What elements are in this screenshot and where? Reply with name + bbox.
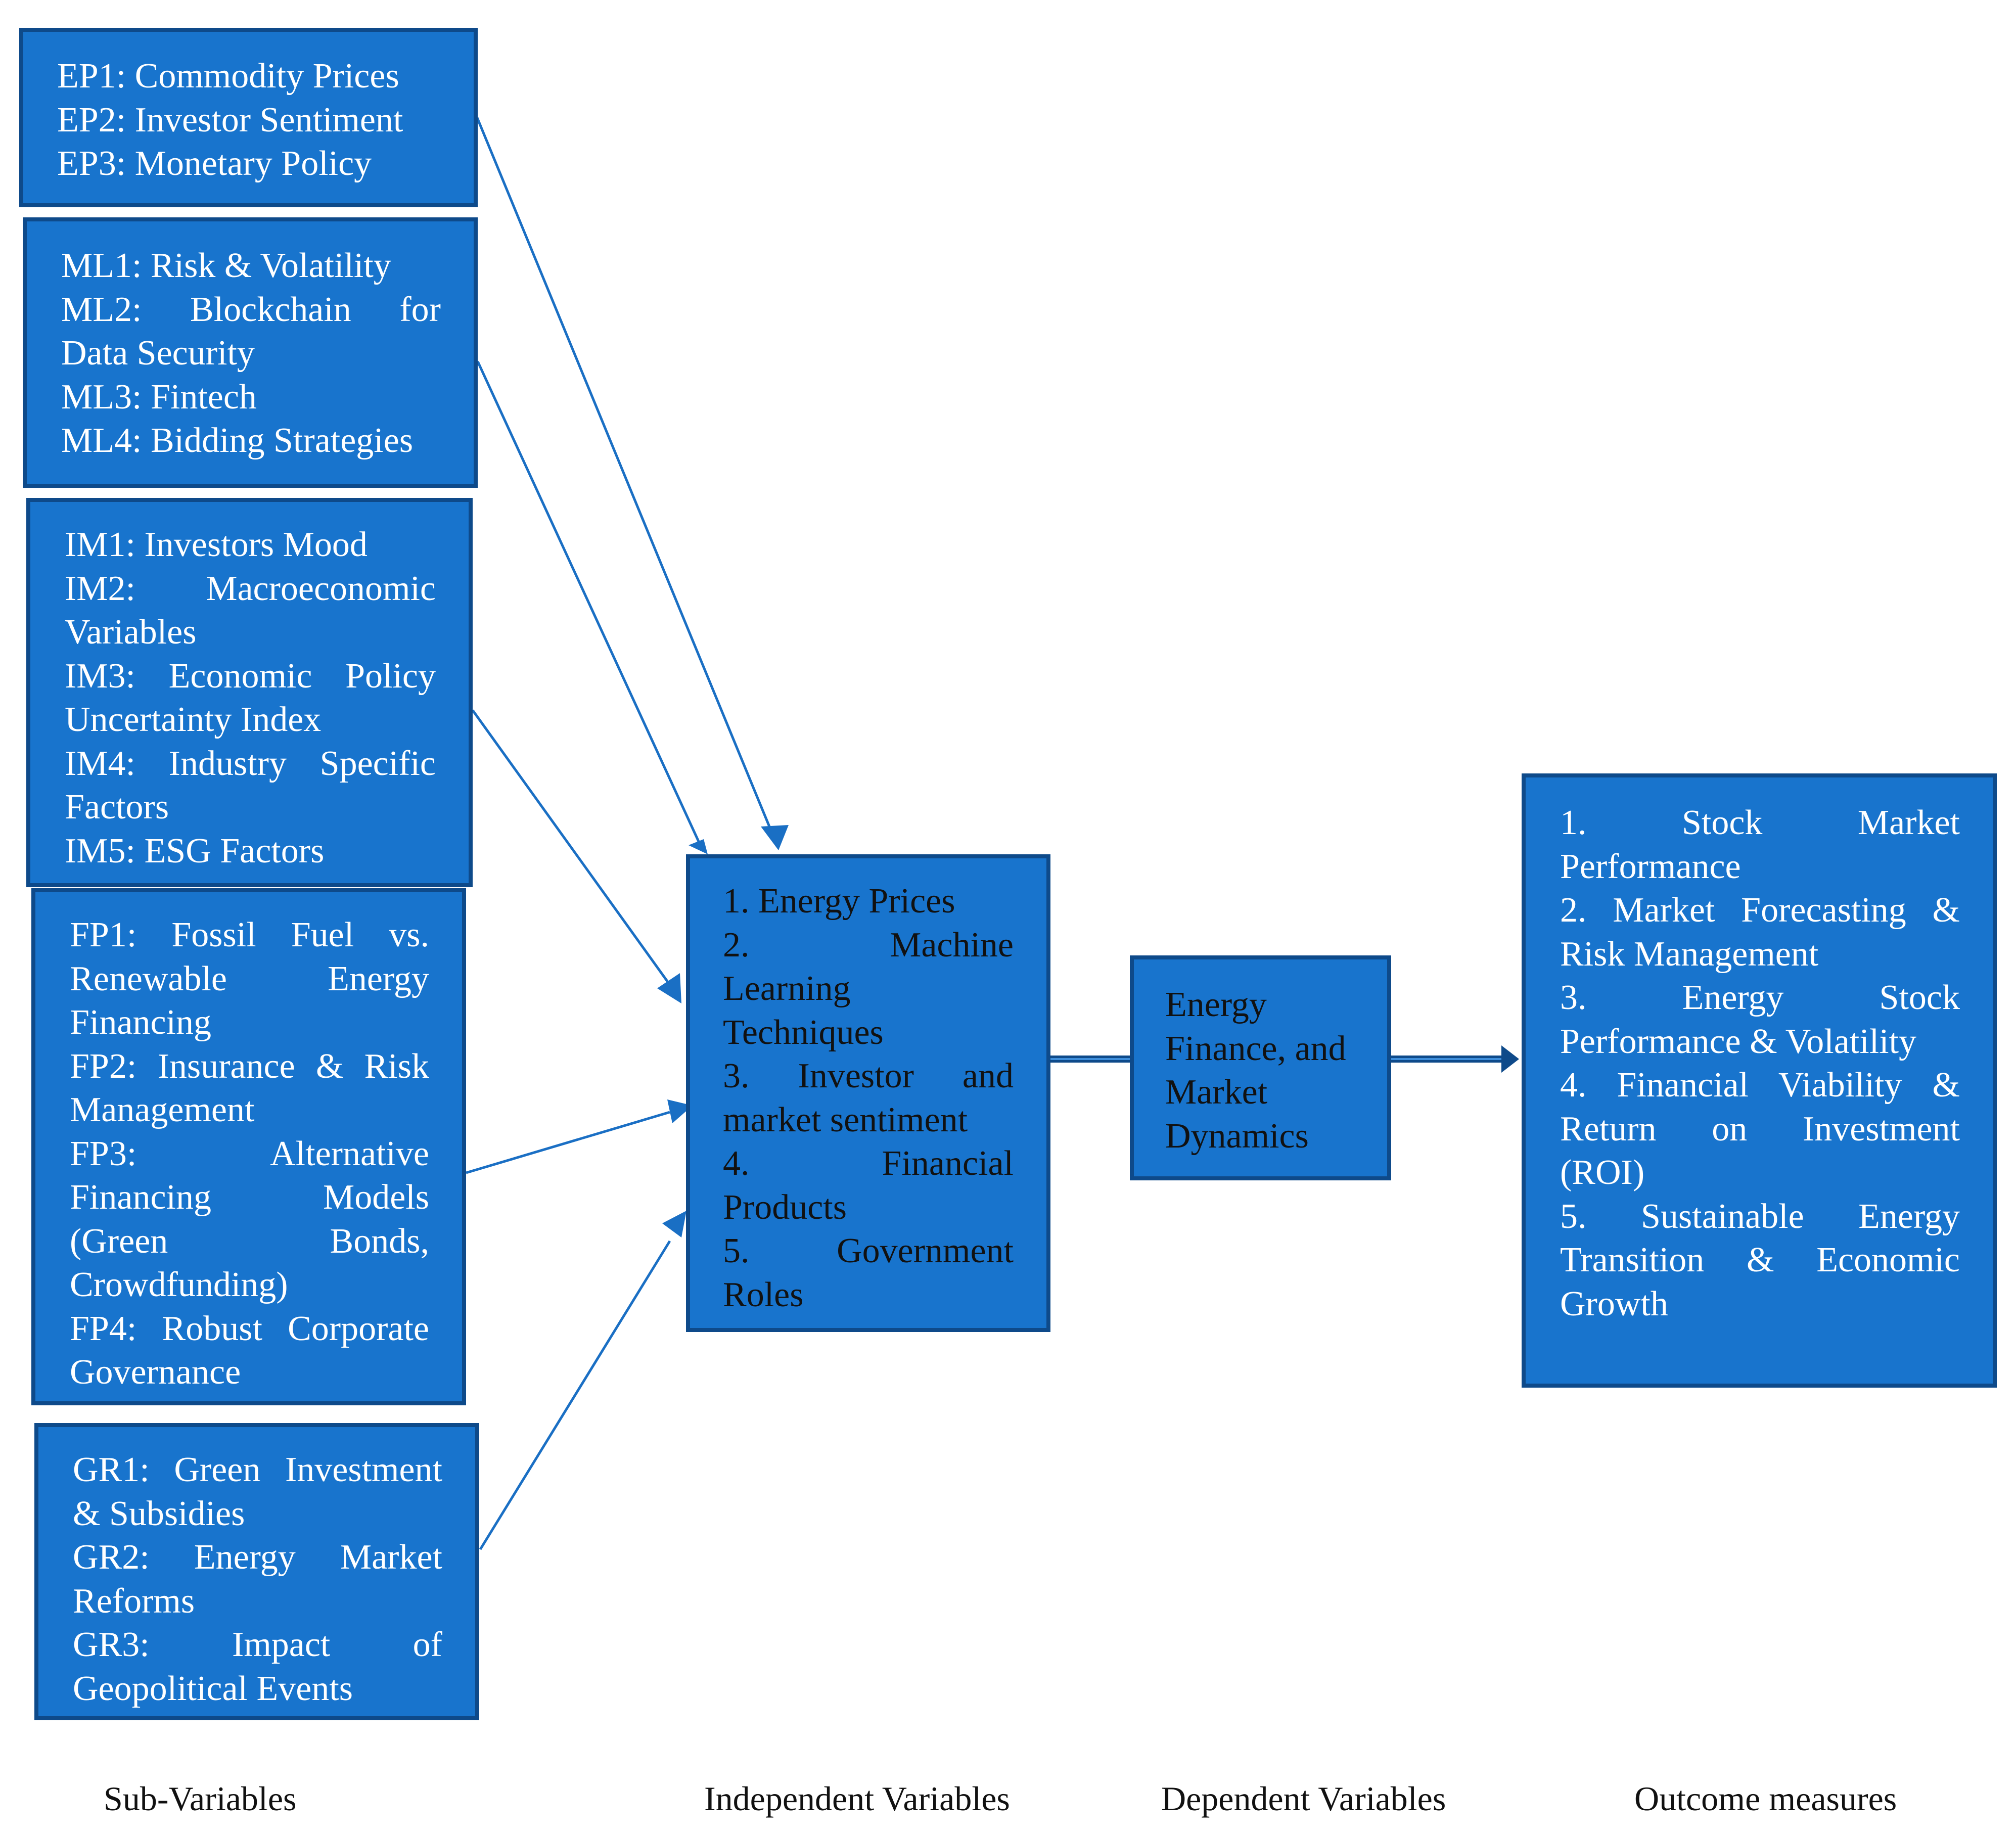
box-text-line: 5. Sustainable Energy xyxy=(1560,1197,1960,1236)
box-text-line: Financing xyxy=(70,1003,211,1042)
box-text-line: Techniques xyxy=(723,1013,884,1052)
box-text-line: Governance xyxy=(70,1353,241,1392)
box-text-line: Return on Investment xyxy=(1560,1109,1960,1149)
box-text-line: Crowdfunding) xyxy=(70,1265,288,1304)
box-text-line: ML4: Bidding Strategies xyxy=(61,421,414,460)
box-text-line: GR1: Green Investment xyxy=(73,1450,442,1489)
box-text-line: Transition & Economic xyxy=(1560,1241,1960,1279)
box-text-line: Growth xyxy=(1560,1284,1668,1323)
box-text-line: IM4: Industry Specific xyxy=(65,744,436,783)
box-text-line: Uncertainty Index xyxy=(65,700,322,739)
box-text-line: FP4: Robust Corporate xyxy=(70,1309,429,1348)
box-text-line: Performance xyxy=(1560,847,1741,886)
box-text-line: IM1: Investors Mood xyxy=(65,525,368,564)
box-text-line: 2. Market Forecasting & xyxy=(1560,891,1960,930)
box-text-line: ML2: Blockchain for xyxy=(61,290,441,329)
box-text-line: Financing Models xyxy=(70,1178,429,1217)
box-text-line: Market xyxy=(1165,1073,1268,1112)
box-text-line: 4. Financial xyxy=(723,1144,1014,1183)
arrowhead-im xyxy=(657,973,681,1003)
box-text-line: Reforms xyxy=(73,1581,195,1621)
box-text-line: Geopolitical Events xyxy=(73,1669,353,1708)
box-text-line: 3. Investor and xyxy=(723,1057,1014,1095)
box-text-line: Products xyxy=(723,1187,847,1227)
box-text-line: ML3: Fintech xyxy=(61,377,257,417)
box-text-line: IM3: Economic Policy xyxy=(65,656,436,696)
box-text-line: ML1: Risk & Volatility xyxy=(61,246,391,285)
box-text-line: Finance, and xyxy=(1165,1029,1346,1068)
box-text-line: Data Security xyxy=(61,334,255,373)
box-text-line: (Green Bonds, xyxy=(70,1221,429,1261)
box-text-line: IM5: ESG Factors xyxy=(65,831,325,870)
column-label-independent-variables: Independent Variables xyxy=(704,1779,1010,1818)
box-text-line: Risk Management xyxy=(1560,934,1819,974)
box-text-line: Energy xyxy=(1165,985,1267,1024)
column-label-dependent-variables: Dependent Variables xyxy=(1161,1779,1446,1818)
box-text-line: 4. Financial Viability & xyxy=(1560,1066,1960,1105)
arrowhead-gr xyxy=(662,1211,686,1237)
arrow-fp-to-independent xyxy=(466,1111,670,1174)
arrow-dependent-to-outcome xyxy=(1391,1045,1519,1073)
box-text-line: GR3: Impact of xyxy=(73,1625,442,1664)
box-text-line: FP2: Insurance & Risk xyxy=(70,1046,429,1086)
box-text-line: Renewable Energy xyxy=(70,959,429,998)
box-text-line: 3. Energy Stock xyxy=(1560,978,1960,1017)
box-text-line: Performance & Volatility xyxy=(1560,1022,1917,1061)
arrowhead-ep xyxy=(761,825,789,850)
column-label-outcome-measures: Outcome measures xyxy=(1634,1779,1897,1818)
box-text-line: Management xyxy=(70,1090,255,1129)
box-text-line: market sentiment xyxy=(723,1100,968,1139)
box-text-line: (ROI) xyxy=(1560,1153,1645,1192)
box-text-line: 1. Energy Prices xyxy=(723,882,955,921)
arrow-gr-to-independent xyxy=(479,1240,671,1550)
arrowhead-ml xyxy=(689,839,708,854)
arrow-ml-to-independent xyxy=(476,360,704,851)
box-text-line: FP1: Fossil Fuel vs. xyxy=(70,915,429,954)
box-text-line: FP3: Alternative xyxy=(70,1134,429,1173)
box-text-line: IM2: Macroeconomic xyxy=(65,569,436,608)
box-text-line: EP1: Commodity Prices xyxy=(57,57,399,96)
column-label-sub-variables: Sub-Variables xyxy=(104,1779,297,1818)
box-text-line: & Subsidies xyxy=(73,1494,245,1533)
box-text-line: EP3: Monetary Policy xyxy=(57,144,372,183)
box-text-line: Dynamics xyxy=(1165,1116,1309,1156)
box-text-line: Learning xyxy=(723,969,851,1008)
box-text-line: 1. Stock Market xyxy=(1560,803,1960,842)
box-text-line: 5. Government xyxy=(723,1231,1014,1270)
box-text-line: GR2: Energy Market xyxy=(73,1538,442,1577)
box-text-line: EP2: Investor Sentiment xyxy=(57,100,403,140)
arrow-im-to-independent xyxy=(471,709,674,989)
arrow-ep-to-independent xyxy=(476,117,779,847)
box-text-line: Variables xyxy=(65,613,197,652)
box-text-line: Factors xyxy=(65,788,169,827)
box-text-line: 2. Machine xyxy=(723,925,1014,965)
box-text-line: Roles xyxy=(723,1275,804,1314)
